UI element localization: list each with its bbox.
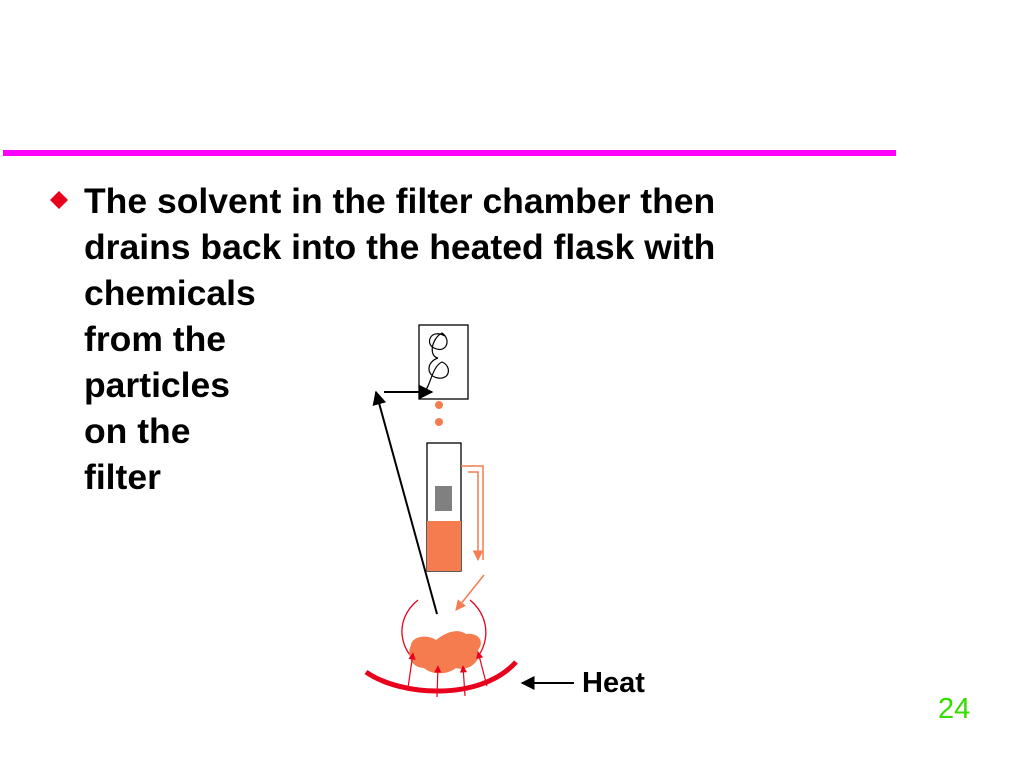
bullet-text: The solvent in the filter chamber then d… xyxy=(84,178,715,500)
bullet-line-1: The solvent in the filter chamber then xyxy=(84,181,716,221)
bullet-line-4: from the xyxy=(84,319,226,359)
title-divider-line xyxy=(3,150,896,156)
filter-chamber xyxy=(426,442,462,572)
bullet-line-5: particles xyxy=(84,365,231,405)
bullet-line-7: filter xyxy=(84,457,161,497)
heat-label: Heat xyxy=(582,667,645,699)
diamond-bullet-icon xyxy=(50,191,68,209)
vapor-arrows xyxy=(372,385,438,615)
bullet-line-2: drains back into the heated flask with xyxy=(84,227,716,267)
siphon-tube xyxy=(455,465,485,611)
bullet-line-3: chemicals xyxy=(84,273,256,313)
condenser xyxy=(418,324,469,400)
heated-flask xyxy=(364,599,518,698)
page-number: 24 xyxy=(938,693,971,725)
bullet-line-6: on the xyxy=(84,411,191,451)
